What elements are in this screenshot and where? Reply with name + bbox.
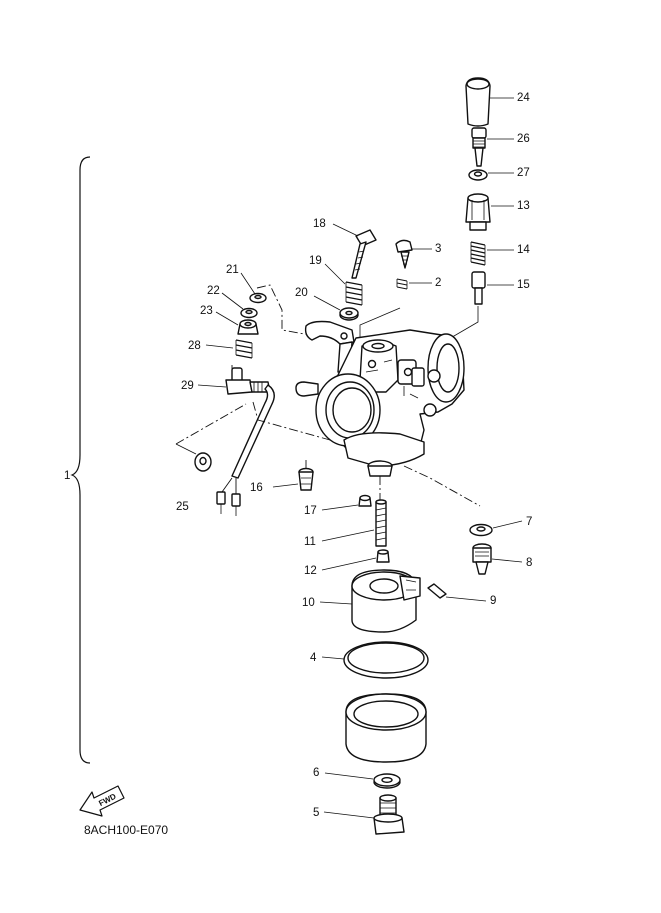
part-16-screw — [298, 467, 314, 491]
group-bracket — [70, 156, 91, 764]
fwd-arrow-icon: FWD — [79, 785, 125, 817]
callout-28: 28 — [188, 340, 201, 352]
callout-9: 9 — [490, 595, 496, 607]
callout-11: 11 — [304, 536, 316, 548]
part-5-drain-bolt — [373, 794, 405, 835]
part-14-spring — [470, 241, 486, 266]
callout-3: 3 — [435, 243, 441, 255]
callout-19: 19 — [309, 255, 322, 267]
callout-17: 17 — [304, 505, 317, 517]
part-8-needle-valve — [472, 543, 492, 575]
callout-7: 7 — [526, 516, 532, 528]
callout-14: 14 — [517, 244, 530, 256]
callout-23: 23 — [200, 305, 213, 317]
callout-2: 2 — [435, 277, 441, 289]
callout-5: 5 — [313, 807, 319, 819]
starter-cable — [231, 384, 275, 479]
part-2-spring — [396, 278, 408, 290]
cable-terminals — [216, 477, 241, 516]
callout-6: 6 — [313, 767, 319, 779]
callout-24: 24 — [517, 92, 530, 104]
callout-18: 18 — [313, 218, 326, 230]
callout-20: 20 — [295, 287, 308, 299]
callout-26: 26 — [517, 133, 530, 145]
part-3-screw — [395, 239, 413, 269]
callout-10: 10 — [302, 597, 315, 609]
callout-15: 15 — [517, 279, 530, 291]
callout-13: 13 — [517, 200, 530, 212]
callout-8: 8 — [526, 557, 532, 569]
callout-29: 29 — [181, 380, 194, 392]
callout-27: 27 — [517, 167, 530, 179]
part-13-body — [465, 193, 491, 231]
diagram-code: 8ACH100-E070 — [84, 823, 169, 837]
part-20-washer — [339, 307, 359, 321]
part-21-washer — [249, 292, 267, 304]
part-12-main-jet — [376, 549, 390, 563]
part-27-nut — [468, 169, 488, 181]
part-10-float — [351, 569, 421, 633]
part-11-needle-jet — [375, 499, 387, 547]
callout-4: 4 — [310, 652, 317, 664]
part-7-washer — [469, 523, 493, 537]
part-22-washer — [240, 307, 258, 319]
part-9-float-pin — [427, 583, 447, 599]
float-bowl — [345, 693, 427, 763]
part-23-nut — [237, 319, 259, 335]
callout-16: 16 — [250, 482, 263, 494]
part-29-starter-plunger — [225, 367, 271, 395]
callout-21: 21 — [226, 264, 239, 276]
part-28-spring — [235, 339, 253, 359]
callout-25: 25 — [176, 501, 189, 513]
part-17-screw — [358, 494, 372, 507]
part-19-spring — [345, 281, 363, 306]
callout-22: 22 — [207, 285, 220, 297]
callout-1: 1 — [64, 470, 70, 482]
part-6-washer — [373, 773, 401, 789]
carburetor-body — [295, 320, 465, 477]
part-25-washer — [194, 452, 212, 472]
part-4-gasket — [343, 641, 429, 679]
part-26-adjuster — [471, 127, 487, 167]
part-24-cap — [465, 77, 491, 127]
part-15-plunger — [471, 271, 486, 305]
callout-12: 12 — [304, 565, 317, 577]
part-18-screw — [351, 229, 377, 279]
